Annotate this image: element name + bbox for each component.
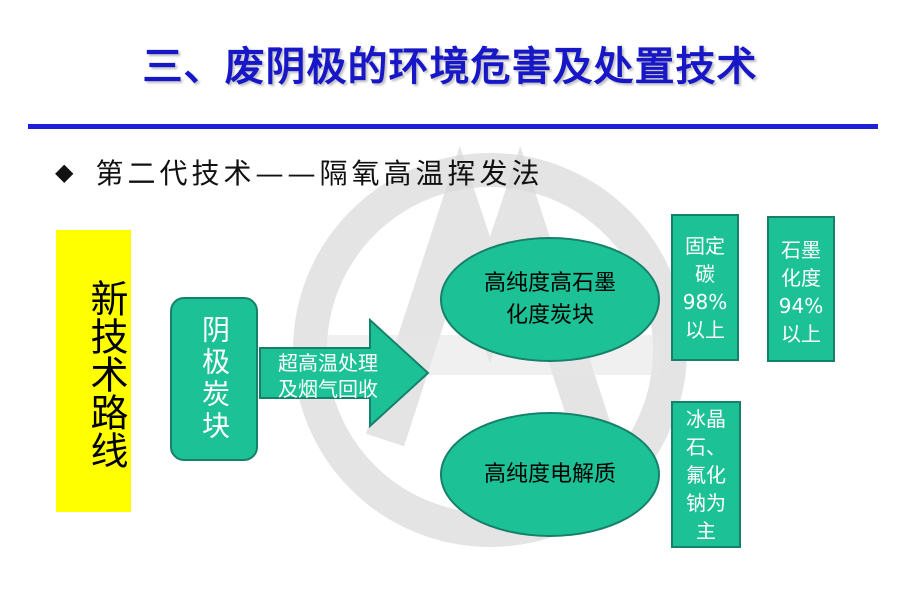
graphite-block-product: 高纯度高石墨化度炭块 (440, 237, 660, 362)
fixed-carbon-detail: 固定 碳 98% 以上 (671, 214, 739, 361)
graphite-block-label: 高纯度高石墨化度炭块 (483, 270, 616, 328)
cathode-block-label: 阴极炭块 (198, 315, 231, 443)
subtitle-text: 第二代技术——隔氧高温挥发法 (95, 157, 544, 190)
slide-title: 三、废阴极的环境危害及处置技术 (142, 44, 758, 90)
new-route-label-box: 新技术路线 (56, 230, 131, 512)
cathode-block-node: 阴极炭块 (170, 297, 258, 461)
electrolyte-label: 高纯度电解质 (483, 461, 616, 487)
electrolyte-detail: 冰晶 石、 氟化 钠为 主 (671, 401, 741, 548)
graphitization-detail: 石墨 化度 94% 以上 (767, 216, 835, 362)
new-route-label: 新技术路线 (84, 279, 128, 469)
title-divider (28, 124, 878, 129)
electrolyte-product: 高纯度电解质 (440, 412, 660, 537)
process-label: 超高温处理及烟气回收 (278, 351, 378, 401)
process-arrow (259, 318, 430, 428)
diamond-bullet-icon: ◆ (55, 158, 74, 186)
section-subtitle: ◆ 第二代技术——隔氧高温挥发法 (55, 152, 543, 192)
